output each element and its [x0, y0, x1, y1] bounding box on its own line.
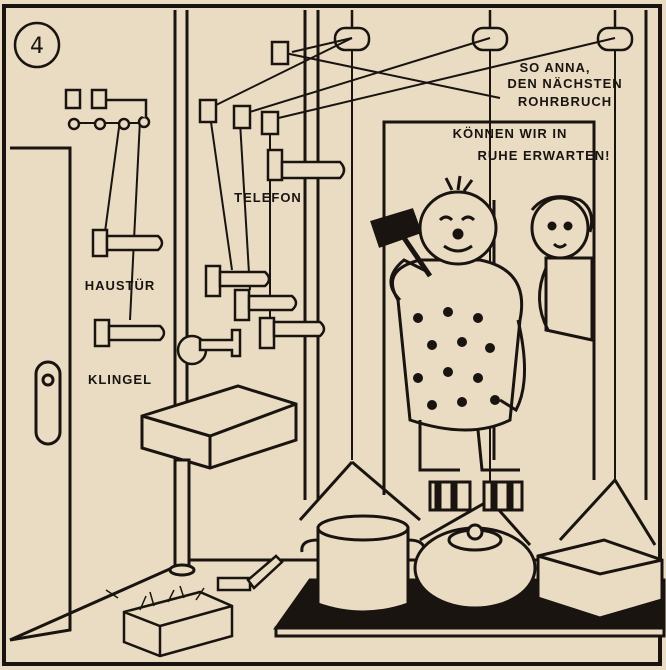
entrance-door: [9, 146, 72, 642]
hammer-head: [370, 208, 422, 248]
plumber-body: [390, 258, 524, 432]
telefon-lever: [266, 148, 346, 182]
plumber-character: [370, 175, 526, 512]
speech-line-3: ROHRBRUCH: [518, 94, 612, 109]
nail-box: [122, 590, 234, 658]
floor-hammer: [216, 554, 284, 592]
sink-basin: [140, 384, 298, 577]
haustuer-lever: [91, 228, 164, 258]
cooking-pot: [298, 460, 426, 614]
klingel-lever: [93, 318, 166, 348]
label-klingel: KLINGEL: [88, 372, 152, 387]
kettle: [413, 498, 537, 610]
speech-line-1: SO ANNA,: [519, 60, 590, 75]
small-lever-1: [204, 264, 271, 298]
label-telefon: TELEFON: [234, 190, 302, 205]
small-lever-3: [258, 316, 326, 350]
panel-number: 4: [30, 34, 44, 59]
panel-border: [2, 4, 662, 666]
speech-line-4: KÖNNEN WIR IN: [453, 126, 568, 141]
anna-character: [530, 195, 594, 342]
small-lever-2: [233, 288, 298, 322]
panel-number-badge: 4: [13, 21, 61, 69]
polka-dots: [413, 307, 500, 410]
plumber-head: [418, 190, 498, 266]
speech-line-5: RUHE ERWARTEN!: [478, 148, 611, 163]
switch-cluster-left: [64, 88, 151, 131]
anna-dress: [544, 256, 594, 342]
water-tap: [176, 328, 242, 366]
anna-head: [530, 196, 590, 260]
nails: [105, 585, 205, 611]
lever-handles: [91, 40, 346, 350]
door-handle: [34, 360, 62, 446]
striped-socks: [428, 480, 524, 512]
baking-tray: [536, 478, 664, 620]
label-haustuer: HAUSTÜR: [85, 278, 156, 293]
speech-line-2: DEN NÄCHSTEN: [507, 76, 622, 91]
wall-labels: TELEFON HAUSTÜR KLINGEL: [85, 190, 302, 387]
speech-text: SO ANNA, DEN NÄCHSTEN ROHRBRUCH KÖNNEN W…: [453, 60, 622, 163]
